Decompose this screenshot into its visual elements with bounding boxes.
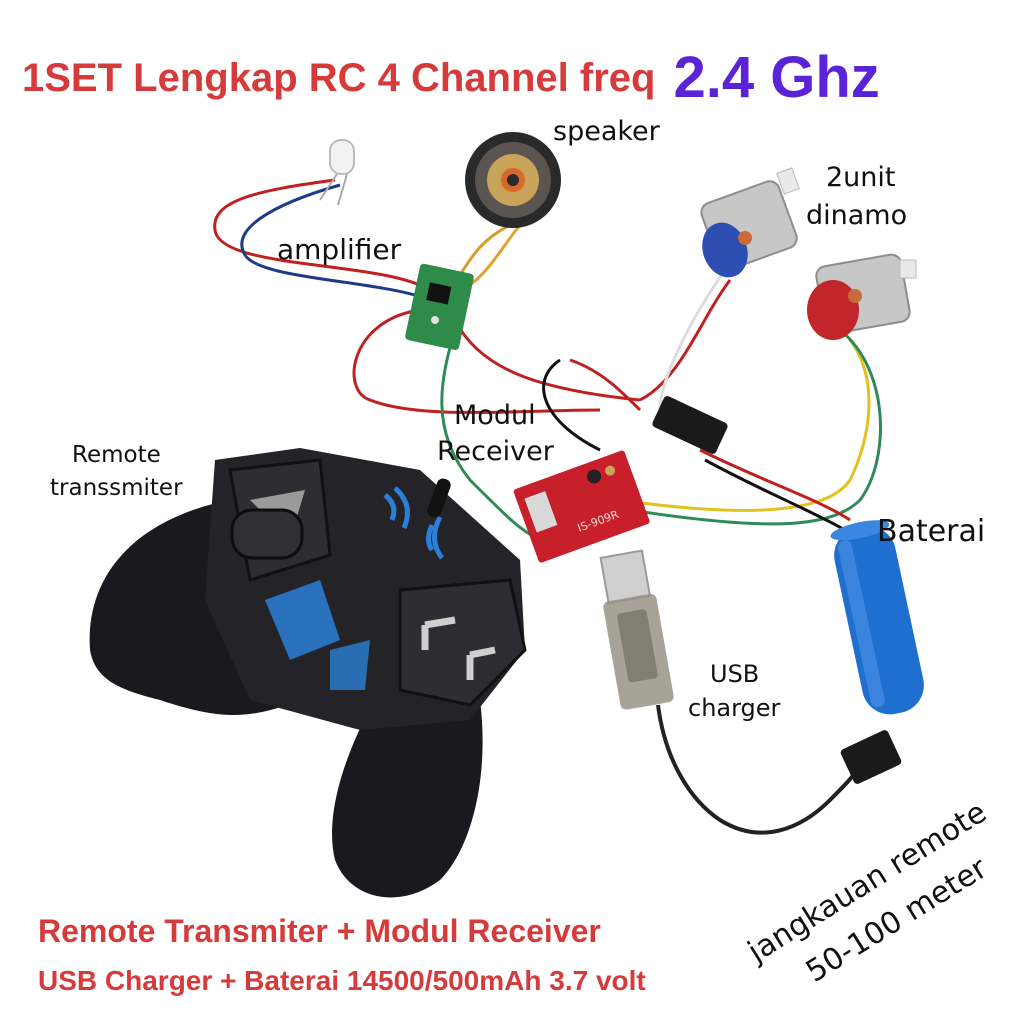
wires — [213, 178, 882, 542]
dinamo-motor-icon — [807, 253, 917, 340]
usb-label-line2: charger — [688, 694, 781, 722]
title-main: 1SET Lengkap RC 4 Channel freq — [22, 56, 656, 100]
remote-label-line1: Remote — [72, 442, 161, 468]
footer-line1: Remote Transmiter + Modul Receiver — [38, 913, 601, 949]
usb-charger-icon — [599, 549, 902, 835]
speaker-icon — [465, 132, 561, 228]
wire-connector-icon — [652, 396, 728, 454]
dinamo-label-line1: 2unit — [826, 162, 896, 193]
baterai-label: Baterai — [877, 514, 986, 549]
amplifier-board-icon — [405, 263, 474, 351]
led-icon — [319, 139, 355, 206]
dinamo-motor-icon — [700, 167, 800, 278]
modul-receiver-label-line1: Modul — [454, 400, 536, 431]
page-title: 1SET Lengkap RC 4 Channel freq 2.4 Ghz — [22, 38, 880, 110]
amplifier-label: amplifier — [277, 233, 402, 266]
dinamo-label-line2: dinamo — [806, 200, 908, 231]
speaker-label: speaker — [553, 116, 660, 147]
usb-label-line1: USB — [710, 660, 760, 688]
battery-icon — [830, 520, 924, 715]
title-frequency: 2.4 Ghz — [673, 45, 880, 110]
remote-label-line2: transsmiter — [50, 475, 183, 501]
receiver-module-icon: IS-909R — [513, 450, 650, 563]
footer-line2: USB Charger + Baterai 14500/500mAh 3.7 v… — [38, 965, 646, 996]
remote-transmitter-icon — [89, 448, 527, 898]
modul-receiver-label-line2: Receiver — [437, 436, 554, 467]
